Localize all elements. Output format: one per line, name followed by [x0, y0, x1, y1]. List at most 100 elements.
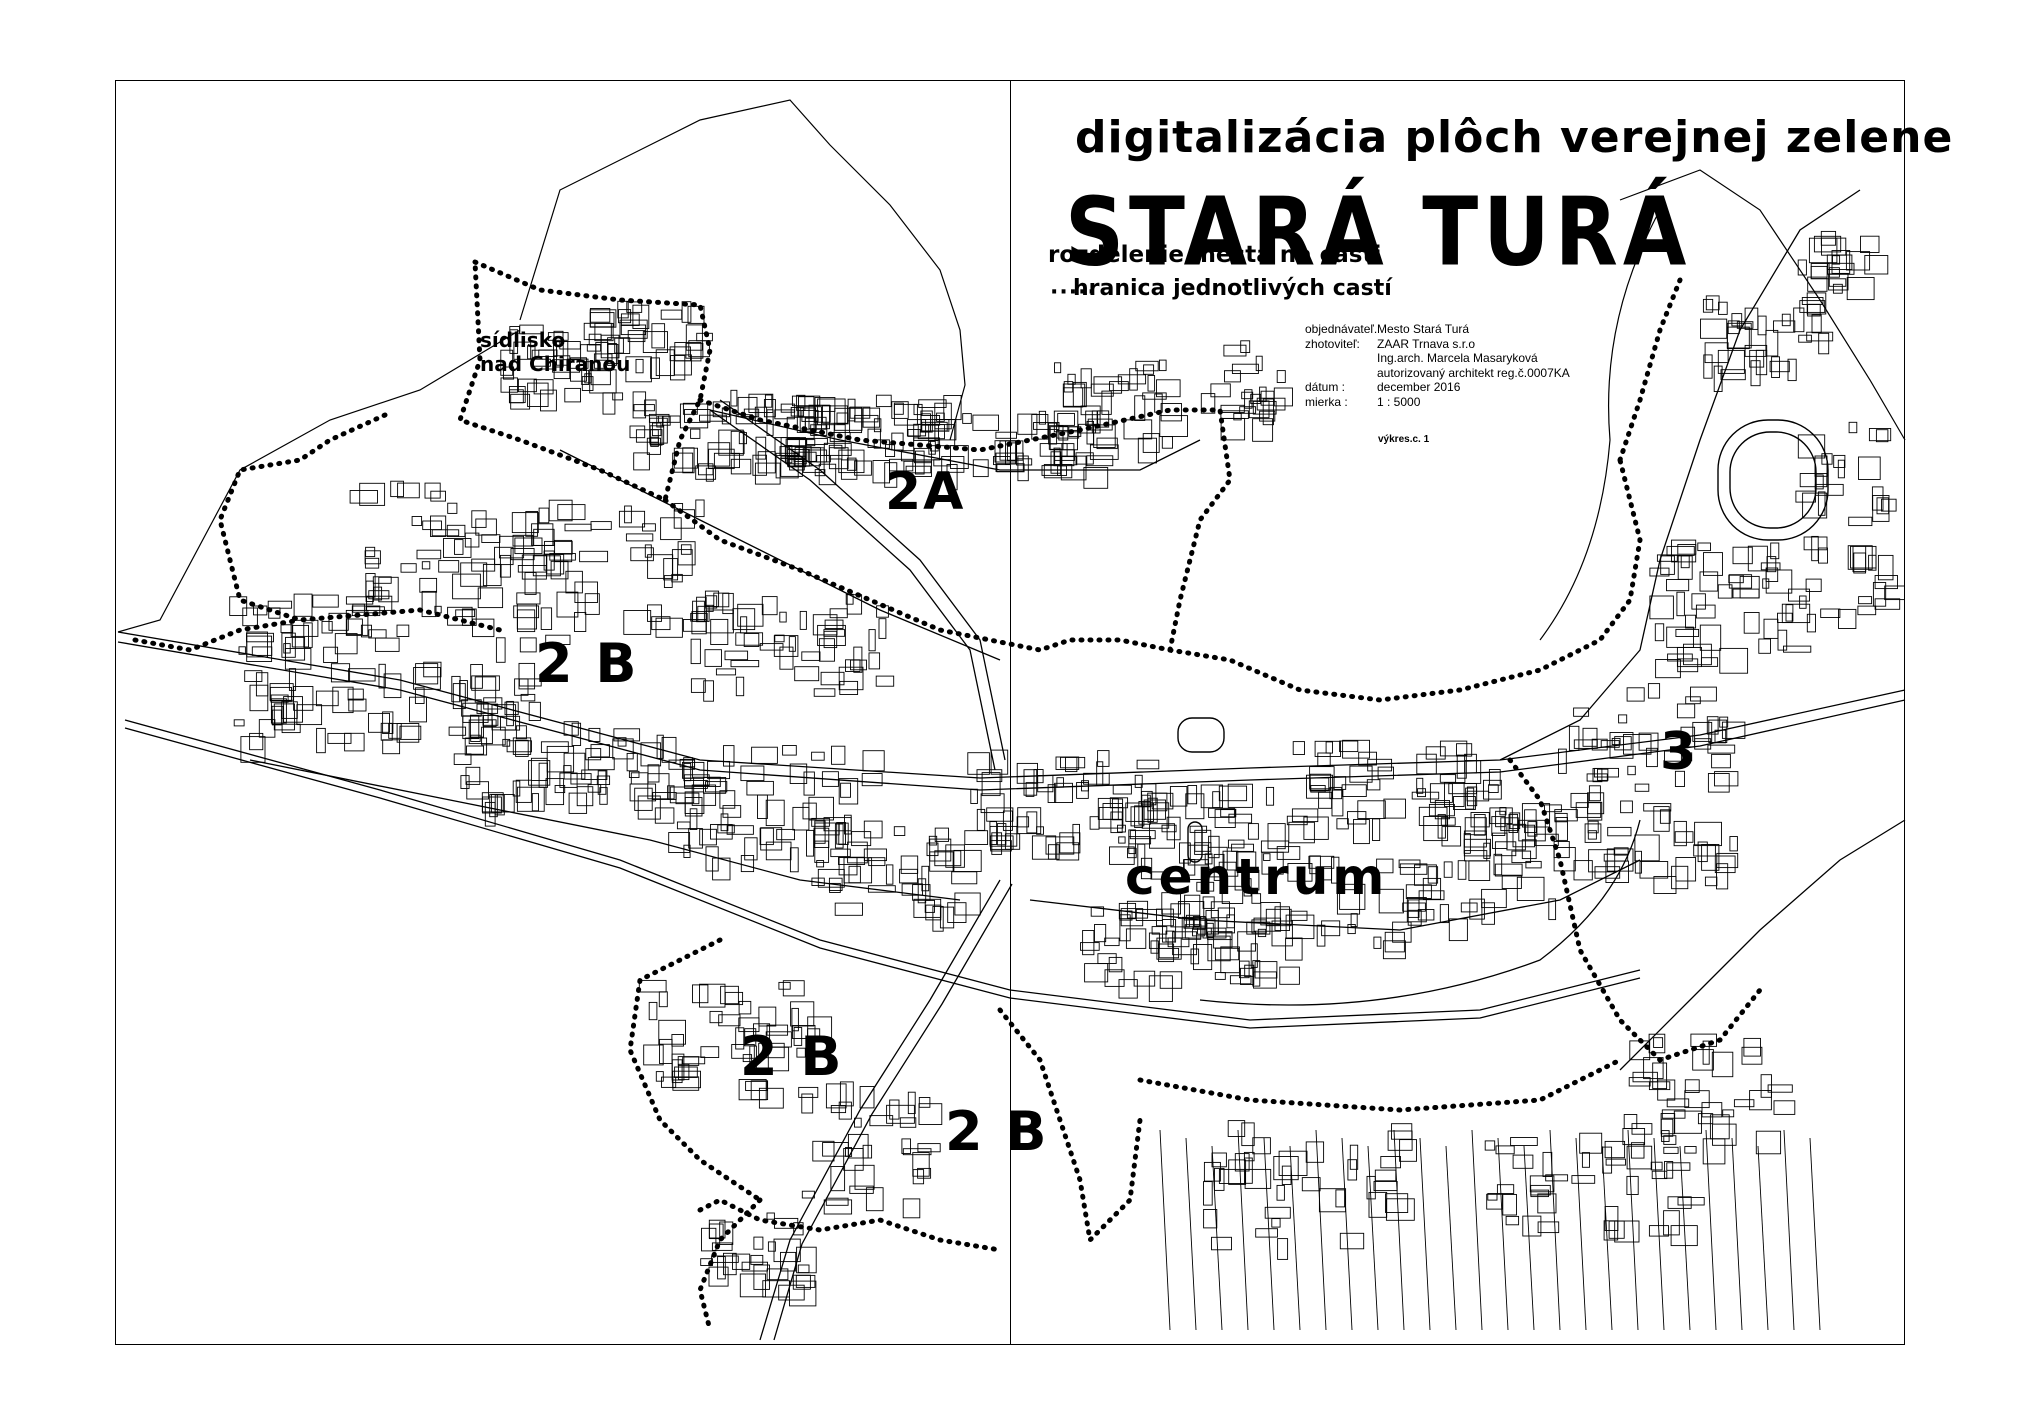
- parcel: [510, 393, 531, 410]
- parcel: [532, 555, 561, 577]
- parcel: [682, 447, 695, 474]
- parcel: [1255, 1228, 1278, 1238]
- parcel: [1675, 857, 1697, 882]
- parcel: [584, 593, 600, 615]
- parcel: [1766, 556, 1777, 573]
- parcel: [1373, 1181, 1398, 1192]
- parcel: [1200, 393, 1216, 414]
- parcel: [1680, 726, 1696, 748]
- parcel: [901, 883, 923, 896]
- parcel: [799, 407, 817, 433]
- parcel: [1259, 410, 1276, 422]
- parcel: [1755, 349, 1768, 376]
- parcel: [720, 813, 729, 832]
- field-strip: [1783, 1129, 1795, 1331]
- parcel: [1750, 360, 1761, 387]
- parcel: [1189, 825, 1208, 833]
- parcel: [1385, 1198, 1415, 1221]
- parcel: [574, 581, 598, 603]
- parcel: [1228, 1159, 1247, 1185]
- parcel: [1850, 545, 1877, 569]
- parcel: [1414, 864, 1437, 886]
- parcel: [951, 871, 978, 885]
- parcel: [741, 1261, 768, 1272]
- parcel: [764, 394, 773, 408]
- parcel: [758, 1087, 784, 1109]
- road-north-edge: [709, 409, 996, 771]
- parcel: [482, 563, 502, 587]
- parcel: [695, 499, 705, 518]
- parcel: [1159, 971, 1183, 989]
- parcel: [1049, 426, 1078, 451]
- parcel: [691, 611, 707, 635]
- parcel: [1080, 405, 1101, 416]
- parcel: [1308, 855, 1335, 869]
- parcel: [1156, 379, 1181, 398]
- parcel: [1763, 618, 1779, 639]
- parcel: [885, 444, 896, 457]
- map-subtitle: rozdelenie mesta na casti: [1048, 242, 1382, 268]
- parcel: [1718, 301, 1728, 315]
- parcel: [1587, 801, 1603, 821]
- parcel: [1444, 782, 1465, 807]
- parcel: [1128, 836, 1152, 845]
- parcel: [484, 801, 496, 827]
- parcel: [464, 532, 480, 548]
- parcel: [713, 452, 740, 469]
- parcel: [1075, 452, 1094, 465]
- parcel: [1147, 375, 1156, 392]
- parcel: [273, 703, 295, 731]
- parcel: [1820, 608, 1841, 618]
- parcel: [1674, 831, 1694, 843]
- parcel: [875, 394, 892, 408]
- parcel: [1473, 814, 1486, 836]
- parcel: [634, 787, 653, 811]
- parcel: [514, 678, 529, 696]
- parcel: [1486, 1193, 1503, 1210]
- parcel: [1204, 868, 1224, 878]
- parcel: [1443, 861, 1453, 878]
- parcel: [878, 618, 887, 639]
- parcel: [581, 376, 594, 391]
- parcel: [1061, 443, 1075, 467]
- parcel: [1799, 473, 1828, 488]
- parcel: [1183, 917, 1207, 929]
- parcel: [759, 827, 774, 846]
- parcel: [674, 342, 702, 362]
- parcel: [1667, 653, 1693, 662]
- parcel: [1626, 687, 1645, 702]
- parcel: [1252, 960, 1261, 987]
- parcel: [1655, 659, 1681, 679]
- parcel: [1692, 721, 1713, 742]
- parcel: [735, 676, 745, 697]
- parcel: [516, 786, 545, 812]
- parcel: [722, 805, 742, 818]
- parcel: [707, 442, 731, 467]
- parcel: [499, 554, 511, 578]
- parcel: [1140, 857, 1153, 880]
- parcel: [1765, 329, 1779, 357]
- parcel: [744, 837, 758, 861]
- parcel: [1325, 741, 1333, 754]
- parcel: [533, 528, 555, 546]
- parcel: [1231, 363, 1259, 374]
- parcel: [1382, 940, 1406, 960]
- parcel: [1234, 869, 1260, 891]
- parcel: [1648, 1033, 1666, 1054]
- parcel: [390, 480, 404, 498]
- parcel: [765, 841, 792, 861]
- parcel: [849, 406, 871, 419]
- parcel: [553, 330, 564, 343]
- parcel: [559, 772, 578, 788]
- parcel: [477, 587, 504, 609]
- parcel: [494, 546, 514, 566]
- parcel: [838, 856, 866, 865]
- parcel: [1109, 846, 1135, 865]
- parcel: [1120, 908, 1144, 927]
- parcel: [708, 1266, 729, 1287]
- parcel: [1271, 920, 1293, 947]
- parcel: [500, 377, 518, 393]
- parcel: [722, 592, 734, 615]
- parcel: [1357, 800, 1386, 819]
- parcel: [1407, 909, 1422, 926]
